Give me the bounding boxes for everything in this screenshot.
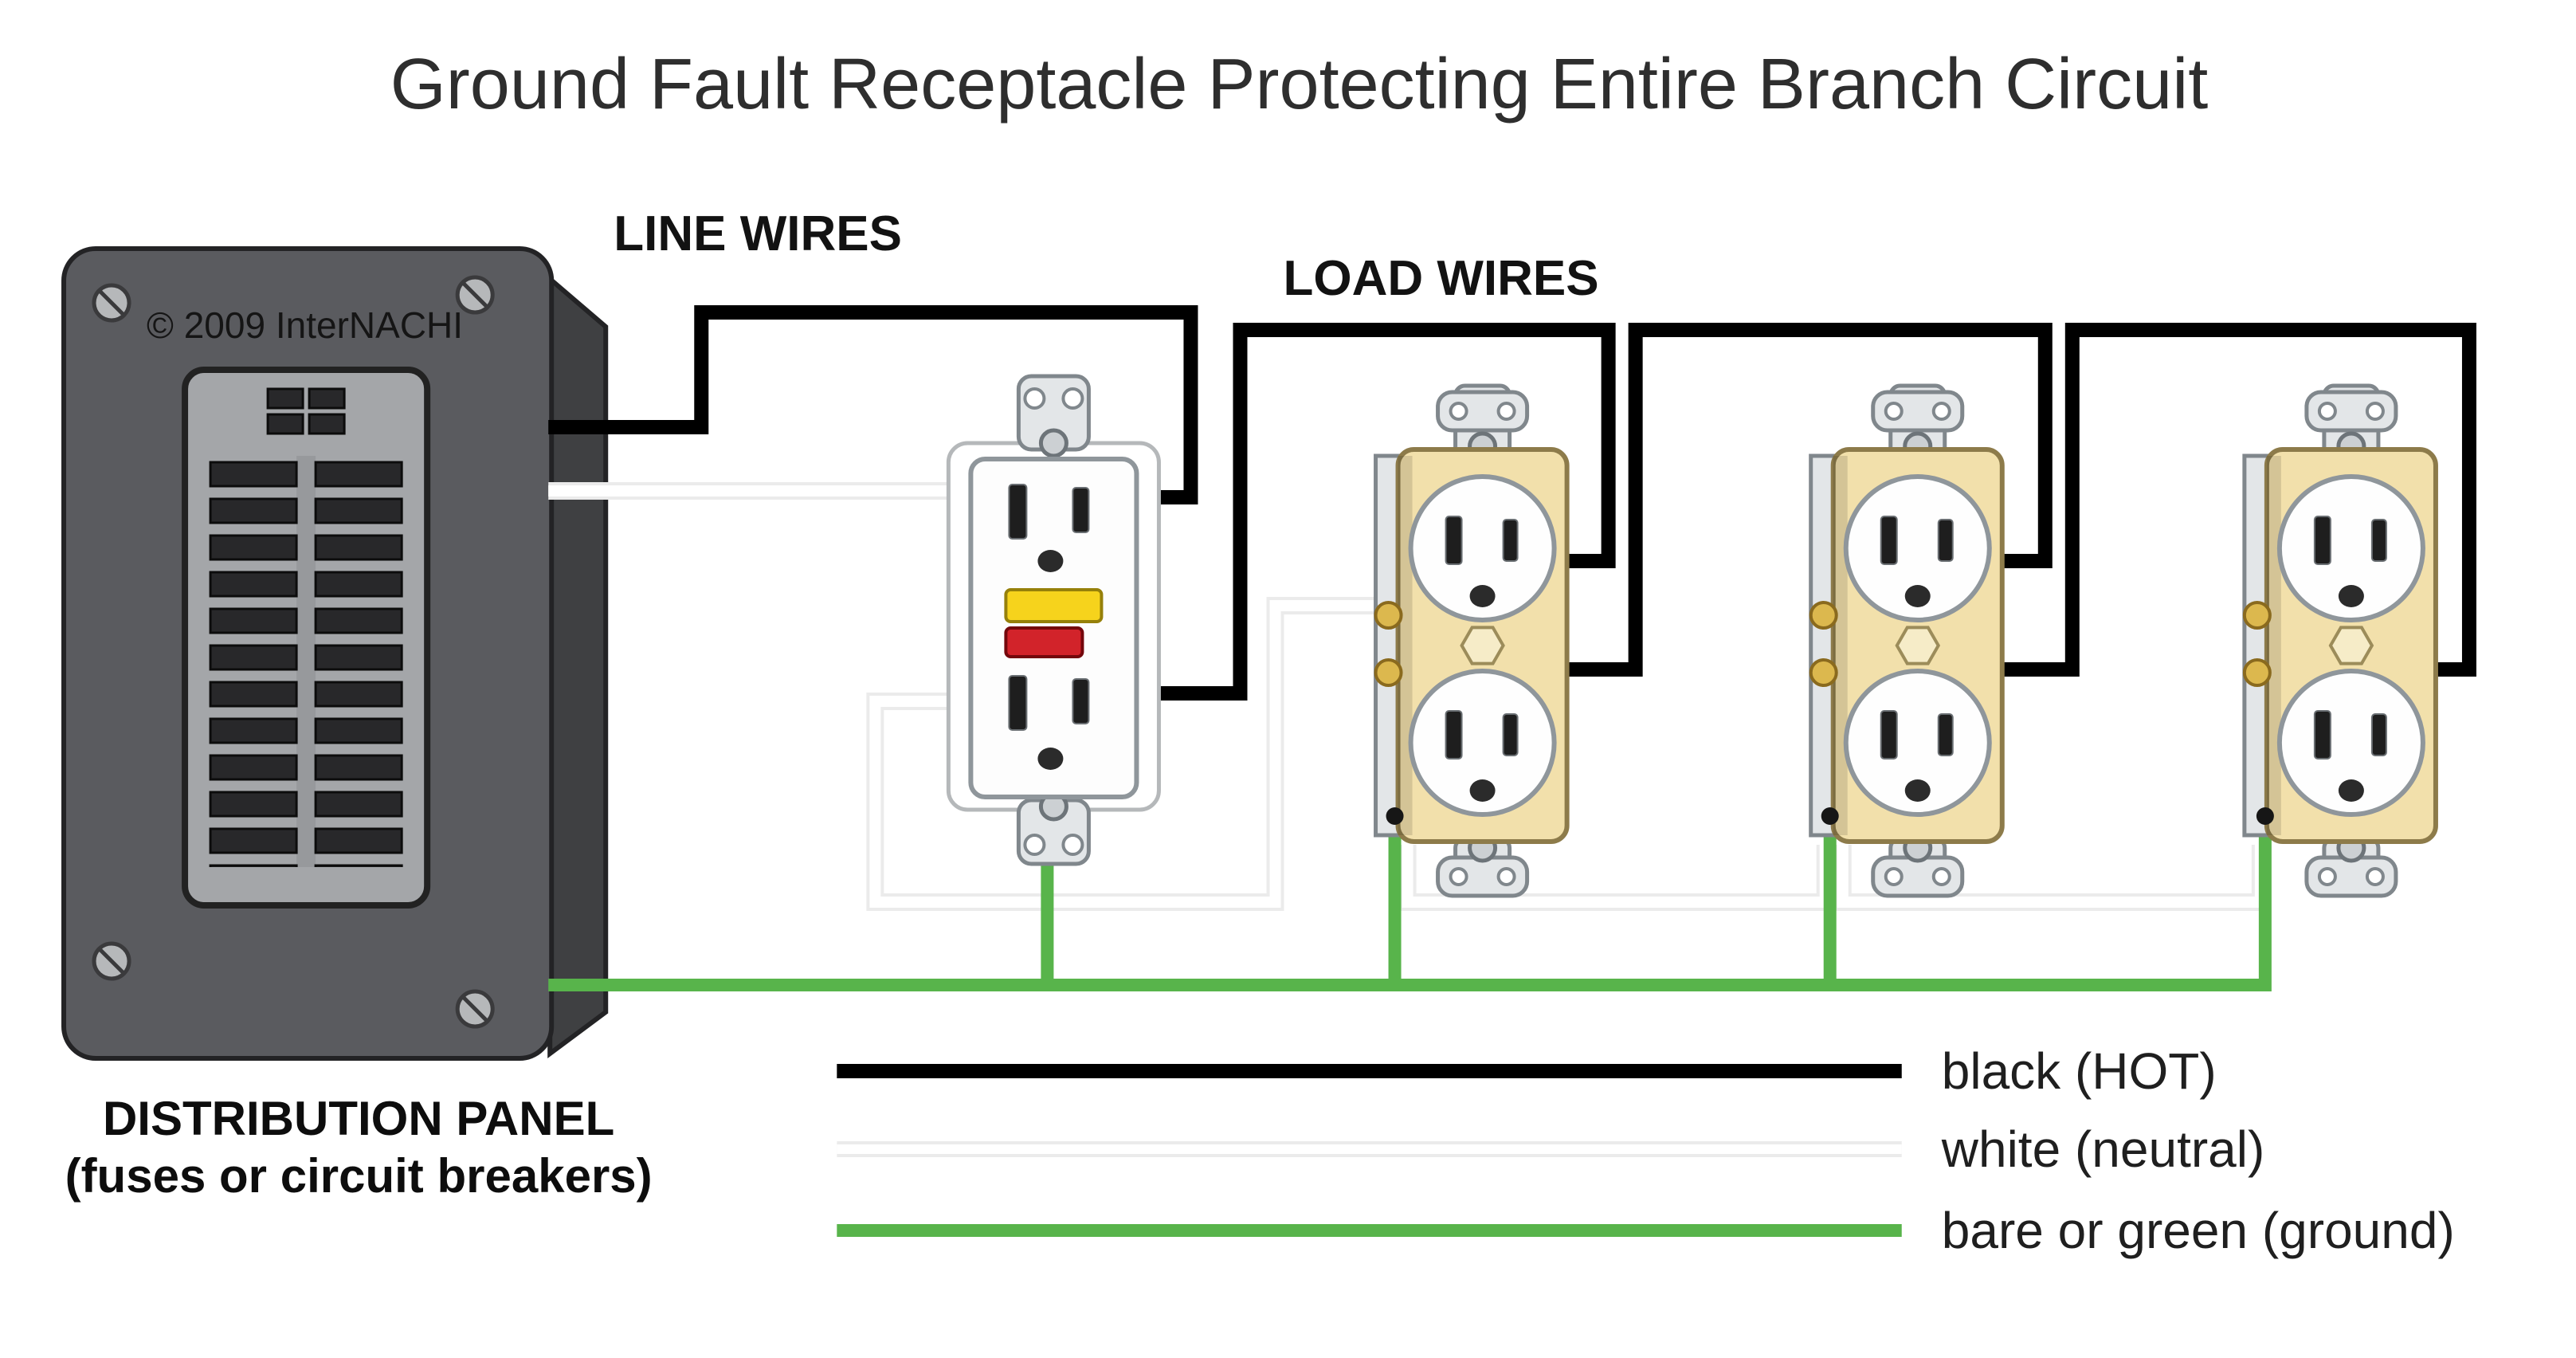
distribution-panel: © 2009 InterNACHI — [61, 246, 609, 1061]
hot-wire-load-1 — [1136, 323, 1616, 701]
hot-wire-load-3 — [2002, 323, 2476, 677]
duplex-receptacle-2 — [1811, 386, 2002, 896]
panel-caption-line2: (fuses or circuit breakers) — [65, 1149, 653, 1203]
hot-wires — [548, 305, 2476, 701]
breaker-rows — [207, 456, 406, 867]
gfci-receptacle — [948, 376, 1159, 864]
hot-wire-load-2 — [1566, 323, 2053, 677]
ground-joints — [1386, 807, 2274, 825]
panel-corner-screws — [92, 275, 495, 1029]
panel-caption-line1: DISTRIBUTION PANEL — [103, 1092, 614, 1145]
ground-wire — [548, 802, 2272, 991]
line-wires-label: LINE WIRES — [614, 206, 902, 261]
diagram-title: Ground Fault Receptacle Protecting Entir… — [390, 45, 2208, 124]
hot-wire-line — [548, 305, 1198, 504]
duplex-receptacle-1 — [1376, 386, 1567, 896]
load-wires-label: LOAD WIRES — [1283, 251, 1598, 306]
ground-wire-path — [548, 802, 2272, 991]
legend: black (HOT) white (neutral) bare or gree… — [837, 1042, 2455, 1259]
main-breaker — [266, 387, 346, 435]
legend-hot-label: black (HOT) — [1942, 1042, 2217, 1100]
panel-side-face — [547, 273, 609, 1058]
ground-joint — [1386, 807, 1404, 825]
ground-joint — [2256, 807, 2274, 825]
legend-ground-label: bare or green (ground) — [1942, 1202, 2455, 1259]
neutral-wire-load-1-core — [869, 600, 1398, 908]
panel-copyright: © 2009 InterNACHI — [147, 304, 463, 346]
ground-joint — [1821, 807, 1839, 825]
legend-neutral-label: white (neutral) — [1941, 1121, 2265, 1178]
